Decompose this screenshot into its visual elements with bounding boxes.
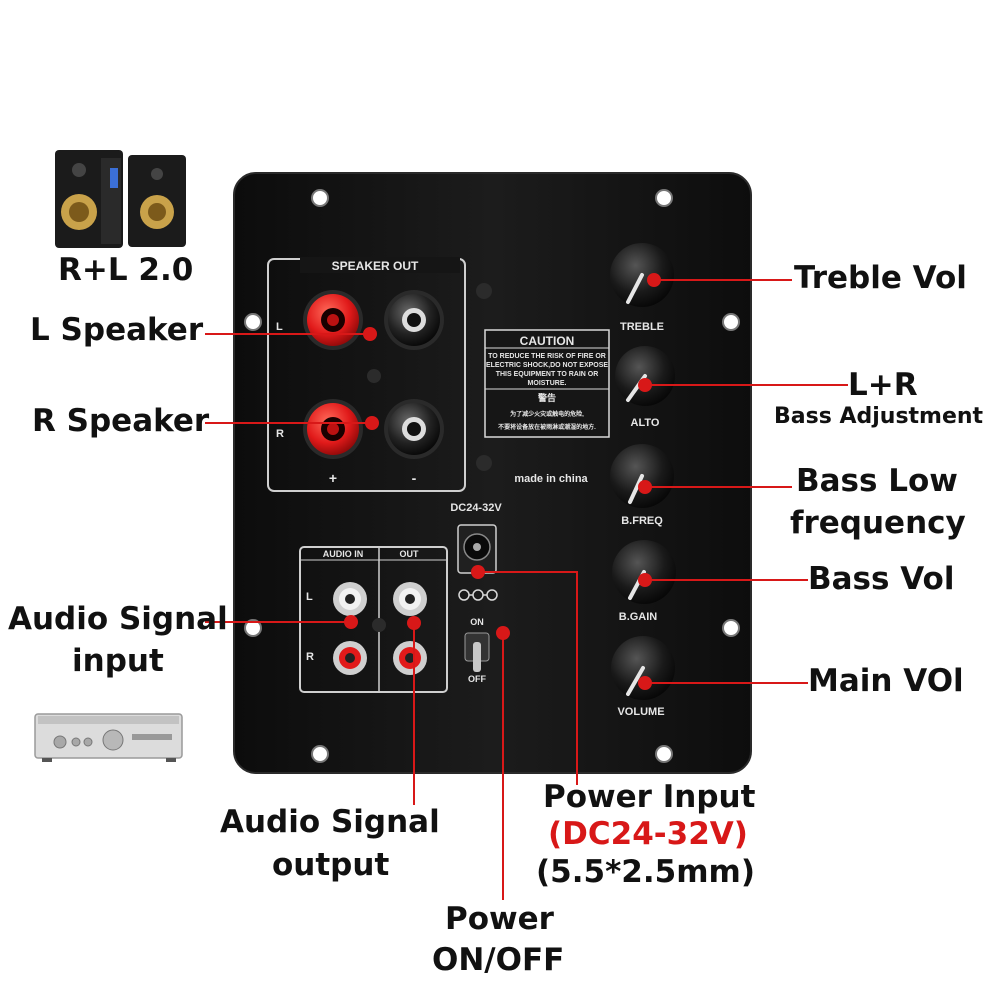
lr-label-1: L+R: [848, 367, 918, 403]
callout-lines: [205, 279, 848, 900]
audio-output-label-2: output: [272, 847, 390, 883]
power-input-label-1: Power Input: [543, 779, 756, 815]
audio-output-label-1: Audio Signal: [220, 804, 440, 840]
rca-in-right[interactable]: [333, 641, 367, 675]
knob-treble[interactable]: [610, 243, 674, 307]
bass-vol-label: Bass Vol: [808, 561, 955, 597]
binding-post-r-positive[interactable]: [303, 399, 363, 459]
caution-line-3: THIS EQUIPMENT TO RAIN OR: [496, 371, 599, 378]
mounting-holes: [244, 189, 740, 763]
dc-voltage-label: DC24-32V: [450, 502, 502, 514]
bookshelf-speakers-icon: [55, 150, 186, 248]
caution-cn-line-2: 不要将设备放在被雨淋或潮湿的地方.: [498, 423, 596, 431]
lr-label-2: Bass Adjustment: [774, 404, 984, 429]
binding-post-l-positive[interactable]: [303, 290, 363, 350]
knob-label-volume: VOLUME: [617, 706, 664, 718]
power-input-label-2: (DC24-32V): [548, 816, 748, 852]
callout-markers: [344, 273, 661, 690]
main-vol-label: Main VOl: [808, 663, 964, 699]
binding-post-r-negative[interactable]: [384, 399, 444, 459]
knob-b-freq[interactable]: [610, 444, 674, 508]
made-in-text: made in china: [514, 473, 588, 485]
switch-off-label: OFF: [468, 674, 486, 684]
plus-mark: +: [329, 470, 337, 486]
metal-panel: [233, 172, 752, 774]
amplifier-icon: [34, 713, 183, 762]
rca-right-mark: R: [306, 651, 314, 663]
speaker-right-mark: R: [276, 428, 284, 440]
r-speaker-label: R Speaker: [32, 403, 210, 439]
knob-b-gain[interactable]: [612, 540, 676, 604]
power-onoff-label-1: Power: [445, 901, 554, 937]
screw-icon: [372, 618, 386, 632]
rca-section: AUDIO IN OUT L R: [299, 546, 448, 693]
power-input-label-3: (5.5*2.5mm): [536, 854, 755, 890]
rca-out-left[interactable]: [393, 582, 427, 616]
caution-line-1: TO REDUCE THE RISK OF FIRE OR: [488, 353, 606, 360]
speaker-out-title: SPEAKER OUT: [332, 259, 419, 273]
knob-label-b-freq: B.FREQ: [621, 515, 663, 527]
stereo-label: R+L 2.0: [58, 252, 194, 288]
rca-out-right[interactable]: [393, 641, 427, 675]
knob-alto[interactable]: [615, 346, 675, 406]
polarity-icon: [458, 589, 498, 601]
speaker-out-section: SPEAKER OUT L R + -: [267, 257, 492, 492]
knob-volume[interactable]: [611, 636, 675, 700]
caution-cn-title: 警告: [538, 392, 556, 403]
treble-vol-label: Treble Vol: [794, 260, 967, 296]
audio-input-label-2: input: [72, 643, 164, 679]
speaker-left-mark: L: [276, 321, 283, 333]
caution-line-2: ELECTRIC SHOCK,DO NOT EXPOSE: [486, 362, 608, 369]
bass-low-label-2: frequency: [790, 505, 966, 541]
caution-cn-line-1: 为了减少火灾或触电的危险,: [510, 410, 584, 418]
switch-on-label: ON: [470, 617, 484, 627]
minus-mark: -: [412, 470, 417, 486]
rca-left-mark: L: [306, 591, 313, 603]
power-onoff-label-2: ON/OFF: [432, 942, 565, 978]
l-speaker-label: L Speaker: [30, 312, 204, 348]
rca-in-left[interactable]: [333, 582, 367, 616]
power-toggle-switch[interactable]: [464, 632, 490, 672]
caution-line-4: MOISTURE.: [528, 380, 567, 387]
caution-title: CAUTION: [520, 334, 575, 348]
dc-power-jack[interactable]: [457, 524, 497, 574]
bass-low-label-1: Bass Low: [796, 463, 958, 499]
audio-in-label: AUDIO IN: [323, 549, 364, 559]
knob-label-alto: ALTO: [631, 417, 660, 429]
audio-input-label-1: Audio Signal: [8, 601, 228, 637]
audio-out-label: OUT: [400, 549, 420, 559]
binding-post-l-negative[interactable]: [384, 290, 444, 350]
knob-label-b-gain: B.GAIN: [619, 611, 658, 623]
caution-label: CAUTION TO REDUCE THE RISK OF FIRE OR EL…: [484, 329, 610, 438]
knob-label-treble: TREBLE: [620, 321, 664, 333]
